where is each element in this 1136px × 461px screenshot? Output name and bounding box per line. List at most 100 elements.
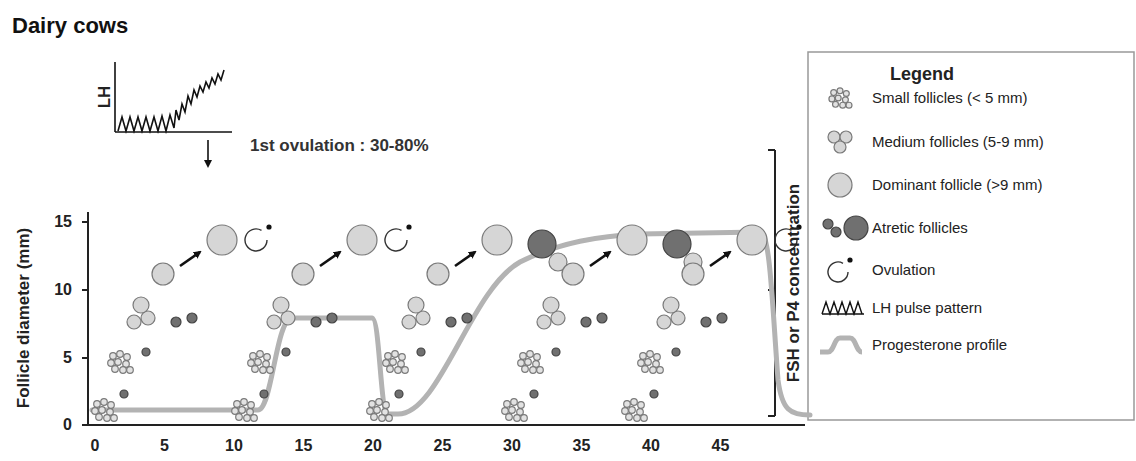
legend-text: Small follicles (< 5 mm) xyxy=(872,90,1027,107)
small-follicle xyxy=(260,367,267,374)
small-follicle xyxy=(127,367,134,374)
legend-text: Medium follicles (5-9 mm) xyxy=(872,134,1044,151)
ovulation-dot xyxy=(406,224,411,229)
small-follicle xyxy=(108,360,115,367)
small-follicle xyxy=(369,401,376,408)
med-follicle xyxy=(133,297,149,313)
small-follicle xyxy=(504,401,511,408)
dark-follicle xyxy=(717,313,727,323)
dom-follicle xyxy=(207,225,237,255)
tick-label: 20 xyxy=(364,437,382,455)
small-follicle xyxy=(117,351,124,358)
ovulation-dot xyxy=(847,257,852,262)
dark-follicle xyxy=(530,390,538,398)
small-follicle xyxy=(395,367,402,374)
dark-follicle xyxy=(282,348,290,356)
small-follicle xyxy=(248,360,255,367)
small-follicle xyxy=(843,91,849,97)
tick-label: 0 xyxy=(63,416,72,434)
growth-arrow xyxy=(590,252,610,266)
small-follicle xyxy=(530,367,537,374)
small-follicle xyxy=(831,90,837,96)
small-follicle xyxy=(248,402,255,409)
dom-follicle xyxy=(737,225,767,255)
tick-label: 15 xyxy=(54,213,72,231)
small-follicle xyxy=(840,102,846,108)
small-follicle xyxy=(390,359,397,366)
small-follicle xyxy=(657,367,664,374)
small-follicle xyxy=(522,366,529,373)
progesterone-profile xyxy=(92,232,810,415)
med-follicle xyxy=(537,315,551,329)
small-follicle xyxy=(650,367,657,374)
small-follicle xyxy=(99,407,106,414)
small-follicle xyxy=(104,415,111,422)
legend-text: Ovulation xyxy=(872,262,935,279)
small-follicle xyxy=(257,351,264,358)
small-follicle xyxy=(371,414,378,421)
med-follicle xyxy=(152,263,174,285)
small-follicle xyxy=(654,354,661,361)
small-follicle xyxy=(622,408,629,415)
dark-follicle xyxy=(417,348,425,356)
lh-inset xyxy=(115,62,232,166)
small-follicle xyxy=(634,415,641,422)
small-follicle xyxy=(112,366,119,373)
small-follicle xyxy=(829,96,835,102)
growth-arrow xyxy=(320,252,340,266)
axes xyxy=(82,212,805,426)
small-follicle xyxy=(641,415,648,422)
small-follicle xyxy=(399,354,406,361)
small-follicle xyxy=(232,408,239,415)
dark-follicle xyxy=(823,219,833,229)
growth-arrow xyxy=(180,252,200,266)
legend-box xyxy=(808,52,1134,420)
small-follicle xyxy=(250,353,257,360)
small-follicle xyxy=(101,399,108,406)
dark-follicle xyxy=(597,313,607,323)
med-follicle xyxy=(267,315,281,329)
tick-label: 15 xyxy=(295,437,313,455)
tick-label: 40 xyxy=(642,437,660,455)
dark-follicle xyxy=(701,317,711,327)
small-follicle xyxy=(383,360,390,367)
small-follicle xyxy=(511,399,518,406)
legend-text: Atretic follicles xyxy=(872,220,968,237)
small-follicle xyxy=(392,351,399,358)
med-follicle xyxy=(663,297,679,313)
small-follicle xyxy=(255,359,262,366)
small-follicle xyxy=(642,366,649,373)
small-follicle xyxy=(234,401,241,408)
small-follicle xyxy=(647,351,654,358)
ovulation-symbol xyxy=(385,229,407,251)
small-follicle xyxy=(251,415,258,422)
small-follicle xyxy=(525,359,532,366)
dark-follicle xyxy=(844,216,868,240)
dark-follicle xyxy=(260,390,268,398)
med-follicle xyxy=(562,263,584,285)
small-follicle xyxy=(537,367,544,374)
follicles xyxy=(92,224,802,421)
tick-label: 0 xyxy=(91,437,100,455)
legend-text: Progesterone profile xyxy=(872,337,1007,354)
small-follicle xyxy=(241,399,248,406)
chart-title: Dairy cows xyxy=(12,14,128,38)
dark-follicle xyxy=(120,390,128,398)
lh-pulse-icon xyxy=(822,302,862,314)
small-follicle xyxy=(264,354,271,361)
small-follicle xyxy=(837,88,843,94)
dark-follicle xyxy=(446,317,456,327)
small-follicle xyxy=(120,367,127,374)
med-follicle xyxy=(273,297,289,313)
small-follicle xyxy=(92,408,99,415)
tick-label: 10 xyxy=(225,437,243,455)
small-follicle xyxy=(96,414,103,421)
small-follicle xyxy=(629,407,636,414)
small-follicle xyxy=(638,402,645,409)
ovulation-symbol xyxy=(245,229,267,251)
tick-label: 45 xyxy=(712,437,730,455)
axis-label: FSH or P4 concentration xyxy=(785,184,804,382)
progesterone-icon xyxy=(820,338,862,352)
dark-follicle xyxy=(142,348,150,356)
